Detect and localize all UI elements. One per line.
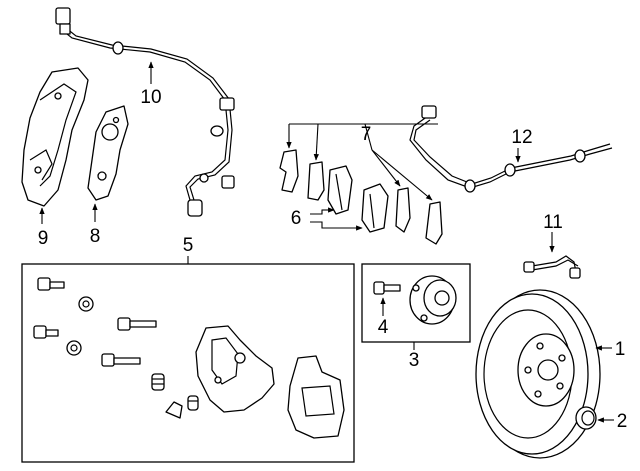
caliper-bolt-2 [33,325,59,339]
svg-text:2: 2 [617,411,628,432]
callout-11: 11 [543,212,563,253]
callout-4: 4 [378,297,389,338]
callout-2: 2 [597,411,628,432]
svg-text:9: 9 [38,228,49,249]
svg-text:12: 12 [511,127,532,148]
brake-rotor [475,289,601,459]
bleeder-spring [187,395,199,411]
hub-bearing [409,275,457,325]
svg-text:4: 4 [378,317,389,338]
callout-1: 1 [595,339,626,360]
brake-pad-2 [361,183,389,233]
abs-sensor-wire-front [55,7,235,217]
guide-pin-2 [101,353,141,367]
caliper-bracket [287,355,345,439]
hub-assembly-box [361,263,471,343]
callout-12: 12 [511,127,533,163]
svg-text:10: 10 [140,87,161,108]
callout-9: 9 [38,207,49,249]
svg-text:7: 7 [361,124,372,145]
callout-3: 3 [409,342,420,371]
callout-10: 10 [140,61,162,108]
spring [151,373,165,391]
hub-bolt [373,281,401,295]
guide-pin-1 [117,317,157,331]
svg-text:1: 1 [615,339,626,360]
pad-clip-4 [425,201,443,245]
svg-text:8: 8 [90,226,101,247]
dust-cap [575,406,597,430]
brake-pad-1 [327,165,353,215]
callout-6: 6 [291,207,363,231]
callout-7-bracket: 7 [286,123,438,201]
callout-8: 8 [90,203,101,247]
svg-text:6: 6 [291,208,302,229]
splash-shield [21,67,89,207]
pad-clip-2 [307,161,325,201]
backing-plate [87,105,129,201]
svg-text:11: 11 [543,212,563,233]
caliper-nut-2 [66,340,82,356]
caliper-housing [195,325,275,413]
pad-clip-1 [279,149,299,193]
svg-text:5: 5 [183,235,194,256]
brake-hose [523,255,581,279]
caliper-bolt-1 [37,277,65,291]
abs-sensor-wire-rear [409,105,613,193]
bleeder-cap [165,401,183,419]
svg-text:3: 3 [409,350,420,371]
caliper-nut-1 [78,296,94,312]
callout-5: 5 [183,235,194,264]
pad-clip-3 [395,187,411,233]
